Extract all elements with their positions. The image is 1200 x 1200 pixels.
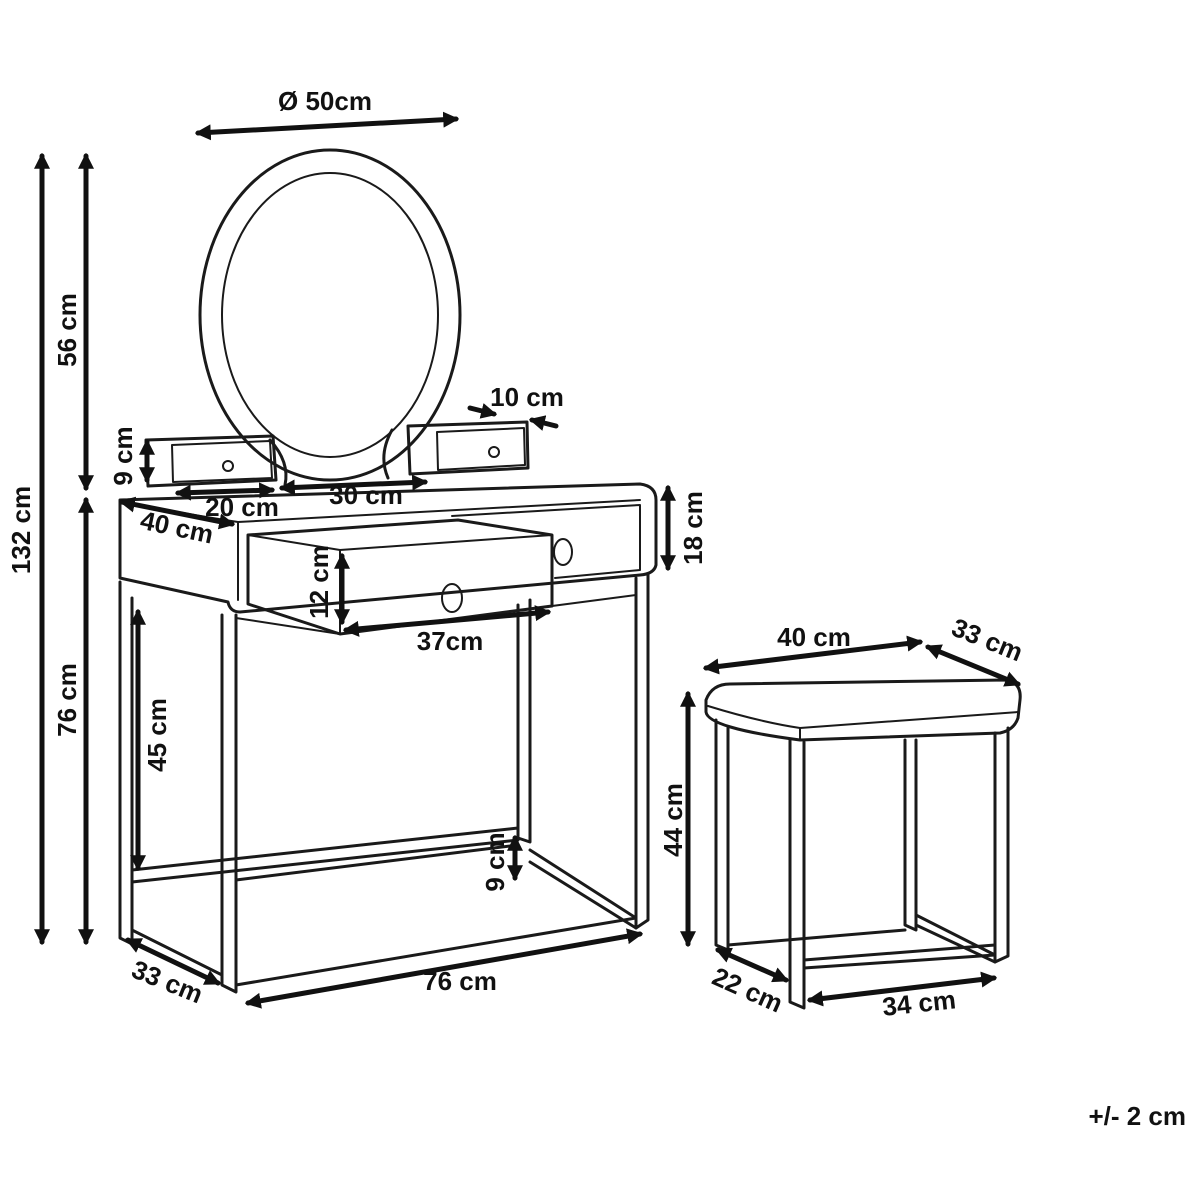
left-back-leg (118, 580, 134, 946)
front-footrest-bar (234, 843, 520, 882)
arrow-mirror-gap (278, 474, 429, 496)
stool (704, 678, 1022, 1010)
arrow-small-drawer-depth-right (528, 415, 559, 431)
back-right-leg (516, 598, 532, 844)
dimension-labels: Ø 50cm 132 cm 56 cm 76 cm 45 cm 9 cm 20 … (6, 86, 1186, 1131)
label-small-drawer-height: 9 cm (108, 426, 138, 485)
arrow-small-drawer-depth-left (467, 403, 498, 419)
arrow-stool-width (702, 635, 924, 675)
arrow-stool-base-width (806, 971, 998, 1007)
open-drawer-ring (441, 583, 463, 613)
label-drawer-front-height: 18 cm (678, 491, 708, 565)
label-mirror-height: 56 cm (52, 293, 82, 367)
label-stool-base-depth: 22 cm (708, 961, 788, 1018)
stool-leg-front-right (993, 726, 1010, 964)
stool-cushion (704, 678, 1022, 742)
label-small-drawer-depth: 10 cm (490, 382, 564, 412)
right-small-drawer (406, 420, 530, 476)
front-right-leg (634, 573, 650, 930)
stool-back-bar (726, 928, 907, 947)
arrow-mirror-diameter (194, 111, 460, 141)
label-table-height: 76 cm (52, 663, 82, 737)
label-total-height: 132 cm (6, 486, 36, 574)
label-drawer-height: 12 cm (304, 545, 334, 619)
front-left-leg (220, 613, 238, 994)
label-stool-width: 40 cm (777, 622, 851, 652)
arrow-drawer-width (342, 605, 552, 637)
back-footrest-bar (130, 826, 520, 884)
label-small-drawer-width: 20 cm (205, 492, 279, 522)
stool-leg-back-right (903, 738, 918, 932)
mirror-stand-right (382, 428, 394, 480)
stool-front-bar (802, 943, 997, 970)
label-leg-clearance: 45 cm (142, 698, 172, 772)
stool-leg-front-left (788, 738, 806, 1010)
right-drawer-ring (553, 538, 573, 566)
bottom-side-bar-right (528, 848, 638, 930)
left-small-drawer-front (171, 440, 273, 483)
label-tolerance: +/- 2 cm (1088, 1101, 1186, 1131)
vanity-table (118, 148, 658, 994)
open-drawer-top-edge (339, 534, 553, 551)
drawer-rail (235, 594, 637, 635)
right-small-drawer-front (436, 427, 526, 471)
left-drawer-knob (222, 460, 234, 472)
dimension-arrows (33, 111, 1021, 1009)
label-mirror-gap: 30 cm (329, 480, 403, 510)
arrow-small-drawer-width (174, 482, 276, 501)
stool-side-bar (914, 913, 997, 964)
right-drawer-knob (488, 446, 500, 458)
arrow-tabletop-depth (118, 496, 236, 530)
arrow-table-width (244, 928, 644, 1009)
label-drawer-width: 37cm (417, 626, 484, 656)
arrow-stool-depth (925, 644, 1021, 687)
label-table-width: 76 cm (423, 966, 497, 996)
label-stool-height: 44 cm (658, 783, 688, 857)
right-drawer-front (451, 504, 641, 579)
label-stool-base-width: 34 cm (881, 984, 957, 1022)
tabletop (118, 482, 658, 614)
stool-leg-back-left (714, 718, 730, 952)
arrow-table-depth-bottom (125, 937, 221, 986)
mirror-frame (198, 148, 462, 482)
stool-cushion-seam (707, 705, 1019, 729)
mirror-glass (221, 172, 439, 458)
label-mirror-diameter: Ø 50cm (278, 86, 372, 116)
arrow-stool-base-depth (715, 947, 789, 983)
label-footrest-height: 9 cm (480, 832, 510, 891)
